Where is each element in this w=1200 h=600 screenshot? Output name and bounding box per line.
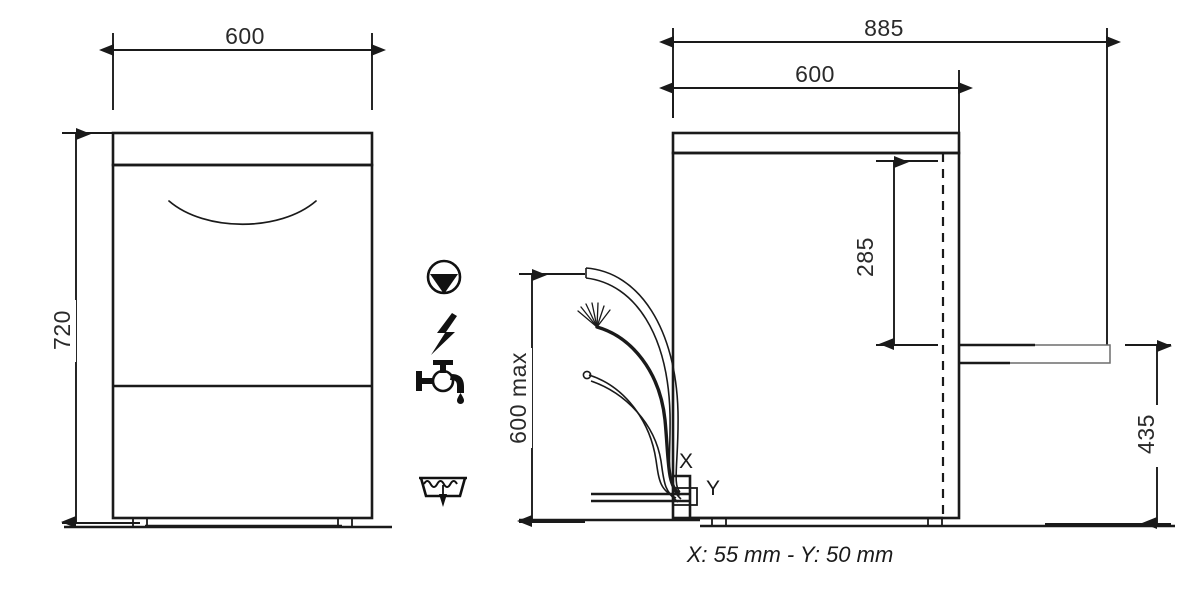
- inlet-hose: [582, 370, 679, 503]
- service-connection-detail: 600 max: [505, 267, 700, 527]
- front-elevation-view: 600 720: [49, 23, 392, 529]
- side-body-outline: [671, 131, 961, 520]
- dimension-front-height: 720: [49, 128, 140, 528]
- door-extension: [959, 343, 1111, 365]
- dimension-service-height: 600 max: [505, 269, 585, 527]
- side-marker-x-label: X: [679, 450, 693, 473]
- drain-hose: [585, 267, 682, 500]
- dimension-label-front-width: 600: [225, 23, 265, 49]
- dimension-door-open-height: 435: [1045, 340, 1172, 529]
- dimension-door-opening-height: 285: [852, 156, 938, 350]
- basin-drain-icon: [419, 476, 467, 507]
- dimension-overall-depth: 885: [659, 15, 1121, 345]
- door-handle-arc: [168, 200, 317, 226]
- drawing-caption: X: 55 mm - Y: 50 mm: [686, 542, 894, 567]
- dimension-body-depth: 600: [659, 61, 973, 152]
- lightning-bolt-icon: [431, 313, 457, 355]
- dimension-label-body-depth: 600: [795, 61, 835, 87]
- front-feet: [132, 517, 353, 528]
- side-marker-y-label: Y: [706, 477, 720, 500]
- cable-wire-ends: [577, 302, 611, 328]
- service-icon-column: [416, 259, 467, 507]
- dimension-label-door-opening-height: 285: [852, 237, 878, 277]
- dimension-label-front-height: 720: [49, 310, 75, 350]
- dimension-label-overall-depth: 885: [864, 15, 904, 41]
- front-body-outline: [111, 131, 374, 520]
- side-connection-box: X Y: [672, 450, 720, 518]
- power-cable: [577, 302, 681, 496]
- dimension-label-door-open-height: 435: [1133, 414, 1159, 454]
- circle-triangle-icon: [426, 259, 462, 295]
- side-elevation-view: 885 600: [659, 15, 1175, 529]
- dimension-front-width: 600: [99, 23, 386, 110]
- dimension-label-service-height: 600 max: [505, 352, 531, 444]
- faucet-icon: [416, 360, 464, 404]
